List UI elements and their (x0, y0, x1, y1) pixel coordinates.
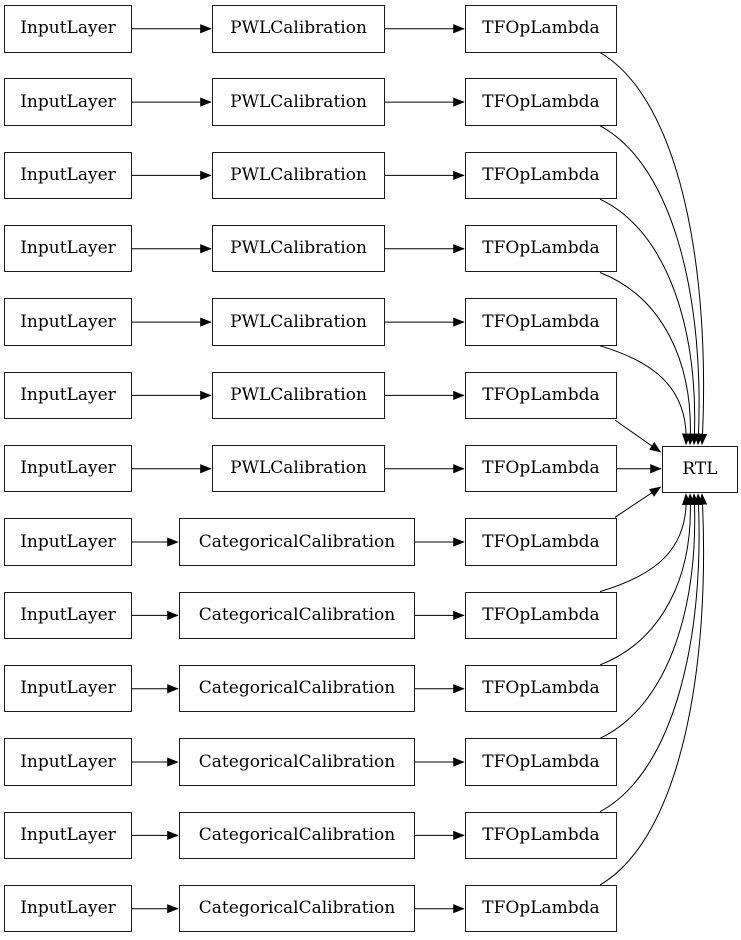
edge-op-rtl-2 (599, 198, 700, 446)
node-input-layer: InputLayer (4, 151, 132, 200)
node-pwl-calibration: PWLCalibration (212, 298, 385, 346)
edge-op-rtl-1 (599, 125, 704, 446)
node-categorical-calibration: CategoricalCalibration (179, 738, 415, 786)
node-input-layer: InputLayer (4, 884, 132, 933)
node-tfop-lambda: TFOpLambda (465, 738, 617, 786)
edge-op-rtl-11 (599, 493, 704, 813)
edge-op-rtl-10 (599, 493, 700, 739)
edge-op-rtl-12 (599, 493, 708, 886)
node-tfop-lambda: TFOpLambda (465, 884, 617, 933)
edge-op-rtl-4 (599, 345, 692, 446)
node-tfop-lambda: TFOpLambda (465, 518, 617, 566)
node-tfop-lambda: TFOpLambda (465, 224, 617, 273)
node-input-layer: InputLayer (4, 5, 132, 53)
node-tfop-lambda: TFOpLambda (465, 298, 617, 346)
node-tfop-lambda: TFOpLambda (465, 811, 617, 860)
node-input-layer: InputLayer (4, 78, 132, 126)
node-input-layer: InputLayer (4, 298, 132, 346)
edge-op-rtl-5 (614, 419, 662, 453)
node-tfop-lambda: TFOpLambda (465, 151, 617, 200)
edge-op-rtl-0 (599, 52, 708, 446)
node-input-layer: InputLayer (4, 664, 132, 713)
node-input-layer: InputLayer (4, 811, 132, 860)
node-tfop-lambda: TFOpLambda (465, 591, 617, 640)
node-tfop-lambda: TFOpLambda (465, 371, 617, 420)
node-pwl-calibration: PWLCalibration (212, 224, 385, 273)
node-categorical-calibration: CategoricalCalibration (179, 591, 415, 640)
edge-op-rtl-9 (599, 493, 696, 666)
node-tfop-lambda: TFOpLambda (465, 664, 617, 713)
node-input-layer: InputLayer (4, 371, 132, 420)
node-input-layer: InputLayer (4, 738, 132, 786)
node-rtl: RTL (662, 445, 738, 493)
edge-op-rtl-8 (599, 493, 692, 593)
node-pwl-calibration: PWLCalibration (212, 371, 385, 420)
node-pwl-calibration: PWLCalibration (212, 5, 385, 53)
node-tfop-lambda: TFOpLambda (465, 444, 617, 493)
node-pwl-calibration: PWLCalibration (212, 78, 385, 126)
edge-op-rtl-7 (614, 486, 662, 518)
node-input-layer: InputLayer (4, 591, 132, 640)
node-tfop-lambda: TFOpLambda (465, 5, 617, 53)
node-pwl-calibration: PWLCalibration (212, 151, 385, 200)
node-categorical-calibration: CategoricalCalibration (179, 518, 415, 566)
node-pwl-calibration: PWLCalibration (212, 444, 385, 493)
node-categorical-calibration: CategoricalCalibration (179, 811, 415, 860)
edges-group (132, 24, 708, 914)
node-categorical-calibration: CategoricalCalibration (179, 664, 415, 713)
node-tfop-lambda: TFOpLambda (465, 78, 617, 126)
edge-op-rtl-3 (599, 272, 696, 446)
node-input-layer: InputLayer (4, 518, 132, 566)
node-input-layer: InputLayer (4, 224, 132, 273)
node-categorical-calibration: CategoricalCalibration (179, 884, 415, 933)
node-input-layer: InputLayer (4, 444, 132, 493)
